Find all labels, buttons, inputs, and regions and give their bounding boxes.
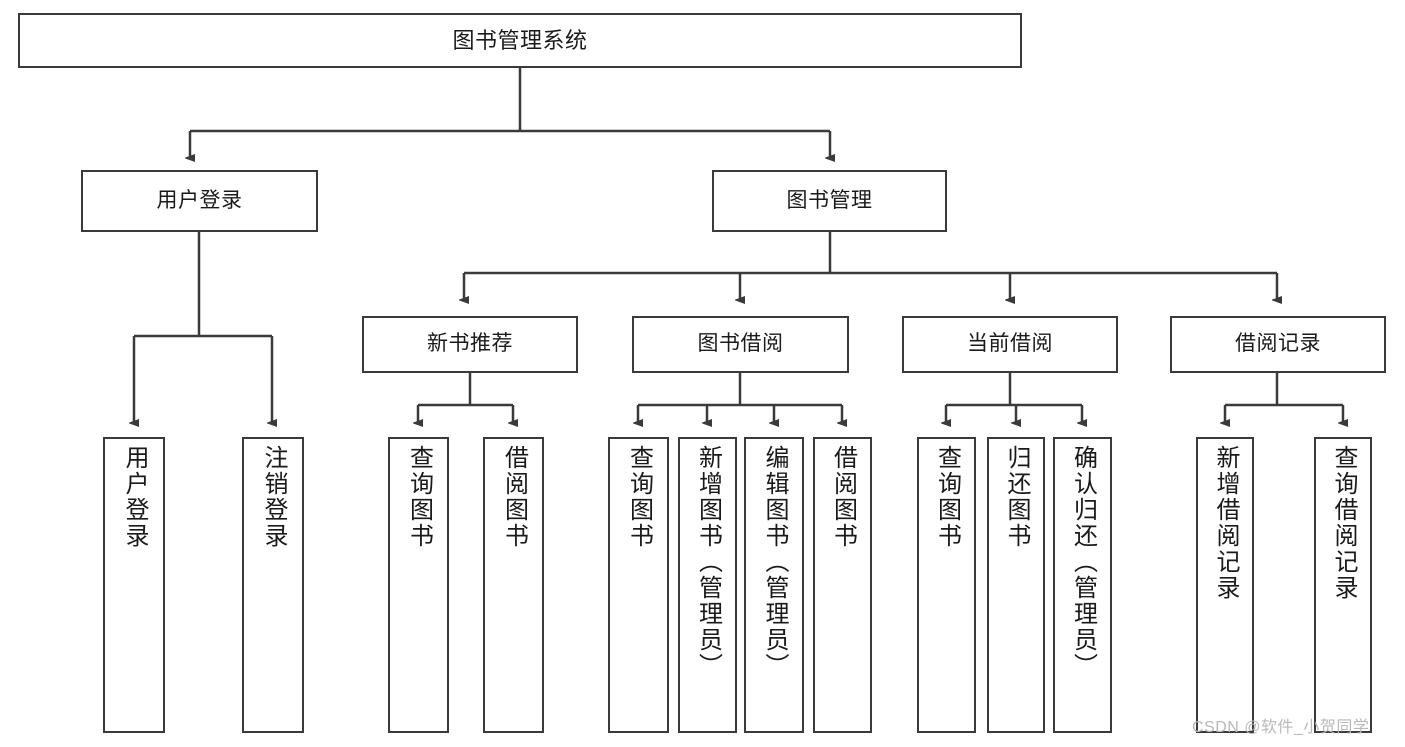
csdn-watermark: CSDN @软件_小贺同学 <box>1192 719 1370 736</box>
node-label: 查询借阅记录 <box>1329 445 1357 601</box>
node-label: 新书推荐 <box>427 332 513 356</box>
leaf-recommend-query-book[interactable]: 查询图书 <box>388 437 449 733</box>
leaf-borrow-query-book[interactable]: 查询图书 <box>608 437 669 733</box>
leaf-current-confirm-return-admin[interactable]: 确认归还（管理员） <box>1053 437 1112 733</box>
node-label: 图书管理系统 <box>452 27 588 53</box>
leaf-record-add-borrow-record[interactable]: 新增借阅记录 <box>1196 437 1254 733</box>
node-book-management[interactable]: 图书管理 <box>712 170 947 232</box>
node-label: 用户登录 <box>120 445 148 549</box>
node-label: 借阅图书 <box>500 445 528 549</box>
node-label: 注销登录 <box>259 445 287 549</box>
node-label: 新增图书（管理员） <box>694 445 722 679</box>
node-label: 查询图书 <box>625 445 653 549</box>
node-current-borrow[interactable]: 当前借阅 <box>902 316 1118 373</box>
leaf-borrow-add-book-admin[interactable]: 新增图书（管理员） <box>678 437 737 733</box>
node-label: 归还图书 <box>1002 445 1030 549</box>
leaf-recommend-borrow-book[interactable]: 借阅图书 <box>483 437 544 733</box>
node-label: 编辑图书（管理员） <box>760 445 788 679</box>
node-book-borrow[interactable]: 图书借阅 <box>632 316 849 373</box>
node-label: 查询图书 <box>933 445 961 549</box>
node-label: 借阅记录 <box>1235 332 1321 356</box>
leaf-borrow-borrow-book[interactable]: 借阅图书 <box>813 437 872 733</box>
node-label: 借阅图书 <box>829 445 857 549</box>
node-label: 图书借阅 <box>697 332 784 356</box>
leaf-user-login[interactable]: 用户登录 <box>103 437 165 733</box>
node-label: 图书管理 <box>786 188 873 212</box>
node-root-book-management-system[interactable]: 图书管理系统 <box>18 13 1022 68</box>
node-new-book-recommend[interactable]: 新书推荐 <box>362 316 578 373</box>
node-user-login[interactable]: 用户登录 <box>81 170 318 232</box>
node-label: 当前借阅 <box>967 332 1053 356</box>
leaf-borrow-edit-book-admin[interactable]: 编辑图书（管理员） <box>744 437 804 733</box>
leaf-user-logout[interactable]: 注销登录 <box>242 437 304 733</box>
leaf-current-return-book[interactable]: 归还图书 <box>987 437 1045 733</box>
node-label: 用户登录 <box>156 188 243 212</box>
node-borrow-record[interactable]: 借阅记录 <box>1170 316 1386 373</box>
node-label: 确认归还（管理员） <box>1069 445 1097 679</box>
node-label: 新增借阅记录 <box>1211 445 1239 601</box>
leaf-record-query-borrow-record[interactable]: 查询借阅记录 <box>1314 437 1372 733</box>
node-label: 查询图书 <box>405 445 433 549</box>
leaf-current-query-book[interactable]: 查询图书 <box>917 437 976 733</box>
